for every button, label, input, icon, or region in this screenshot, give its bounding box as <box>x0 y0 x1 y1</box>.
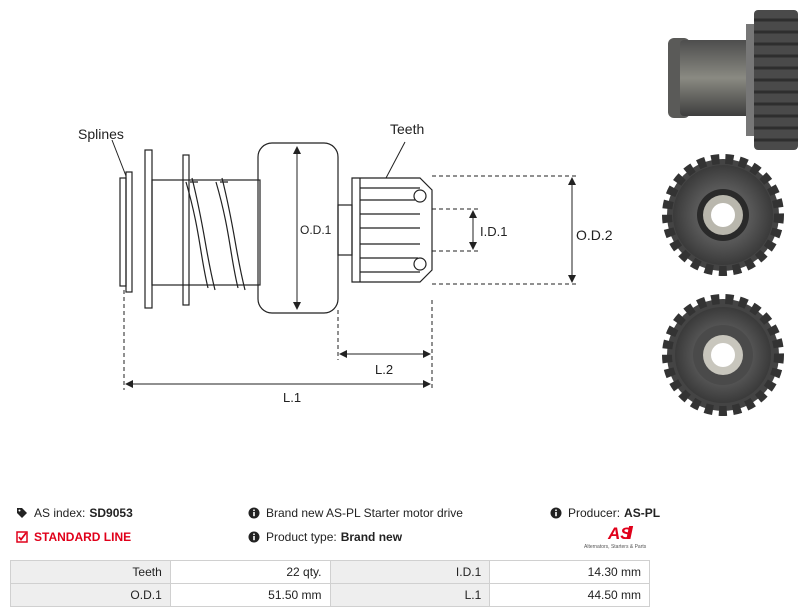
spec-value: 44.50 mm <box>489 583 650 607</box>
id1-label: I.D.1 <box>480 224 507 239</box>
checkbox-icon <box>16 531 28 543</box>
pinion-gear <box>351 177 433 283</box>
tag-icon <box>16 507 28 519</box>
description: Brand new AS-PL Starter motor drive <box>248 506 463 520</box>
technical-drawing: O.D.1 I.D.1 O.D.2 L.2 L.1 Splines Teeth <box>78 121 613 405</box>
info-icon <box>550 507 562 519</box>
flange-plate <box>144 149 153 309</box>
info-icon <box>248 507 260 519</box>
l1-label: L.1 <box>283 390 301 405</box>
product-type: Product type: Brand new <box>248 530 402 544</box>
table-row: O.D.1 51.50 mm L.1 44.50 mm <box>10 583 650 607</box>
spring-barrel <box>151 179 261 286</box>
spec-value: 51.50 mm <box>169 583 331 607</box>
splines-leader <box>111 139 127 177</box>
product-photos <box>662 10 798 416</box>
pinion-side-photo <box>668 10 798 150</box>
pinion-front-photo <box>662 154 784 276</box>
teeth-label: Teeth <box>390 121 424 137</box>
od1-label: O.D.1 <box>300 223 332 237</box>
as-pl-logo: AS Alternators, Starters & Parts <box>578 522 658 552</box>
flange-back <box>119 177 127 287</box>
standard-line-label: STANDARD LINE <box>34 530 132 544</box>
spec-label: Teeth <box>10 560 171 584</box>
product-type-value: Brand new <box>340 530 403 544</box>
table-row: Teeth 22 qty. I.D.1 14.30 mm <box>10 560 650 584</box>
description-text: Brand new AS-PL Starter motor drive <box>266 506 463 520</box>
pinion-back-photo <box>662 294 784 416</box>
product-type-label: Product type: <box>266 530 337 544</box>
as-index-label: AS index: <box>34 506 86 520</box>
spec-value: 22 qty. <box>169 560 331 584</box>
info-icon <box>248 531 260 543</box>
as-index: AS index: SD9053 <box>16 506 133 520</box>
spec-label: O.D.1 <box>10 583 171 607</box>
splines-label: Splines <box>78 126 124 142</box>
spec-value: 14.30 mm <box>489 560 650 584</box>
as-index-value: SD9053 <box>89 506 133 520</box>
l2-label: L.2 <box>375 362 393 377</box>
teeth-leader <box>385 141 406 179</box>
producer-label: Producer: <box>568 506 621 520</box>
logo-text: AS <box>607 524 632 543</box>
spec-label: L.1 <box>329 583 491 607</box>
specs-table: Teeth 22 qty. I.D.1 14.30 mm O.D.1 51.50… <box>10 560 650 607</box>
product-info: AS index: SD9053 STANDARD LINE Brand new… <box>14 500 660 560</box>
logo-tagline: Alternators, Starters & Parts <box>584 544 647 550</box>
od2-label: O.D.2 <box>576 227 613 243</box>
producer: Producer: AS-PL <box>550 506 660 520</box>
producer-value: AS-PL <box>624 506 661 520</box>
standard-line: STANDARD LINE <box>16 530 131 544</box>
spec-label: I.D.1 <box>329 560 491 584</box>
